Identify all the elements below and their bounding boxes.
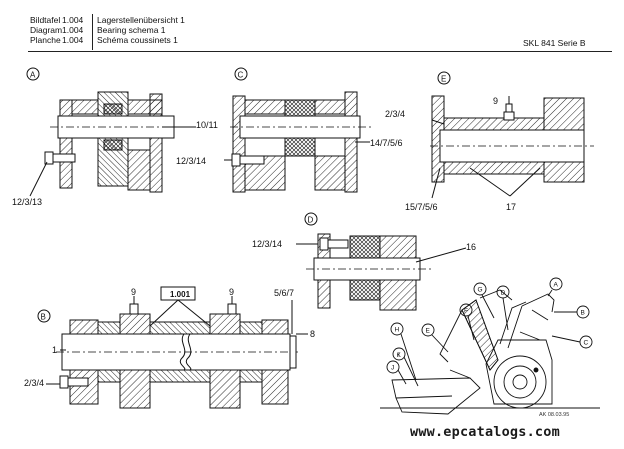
- overview-letter-b: B: [581, 310, 585, 317]
- overview-letter-i: I: [398, 352, 400, 359]
- number-planche: 1.004: [62, 35, 84, 45]
- view-e: E: [430, 71, 594, 199]
- reference-box-1-001: 1.001: [170, 290, 191, 299]
- callout-e-9: 9: [493, 96, 498, 106]
- overview-letter-f: F: [464, 308, 468, 315]
- callout-b-9-left: 9: [131, 287, 136, 297]
- number-bildtafel: 1.004: [62, 15, 84, 25]
- callout-e-2-3-4: 2/3/4: [385, 109, 405, 119]
- view-a-marker: A: [30, 71, 36, 80]
- view-a: A: [26, 67, 196, 197]
- header-numbers: 1.004 1.004 1.004: [62, 15, 83, 45]
- overview-letter-c: C: [584, 340, 589, 347]
- overview-letter-a: A: [554, 282, 559, 289]
- callout-c-12-3-14: 12/3/14: [176, 156, 206, 166]
- header-rule: [28, 51, 612, 52]
- title-block: Bildtafel Diagram Planche 1.004 1.004 1.…: [0, 0, 624, 52]
- model-label: SKL 841 Serie B: [523, 38, 586, 48]
- overview-letter-d: D: [501, 290, 506, 297]
- view-d-marker: D: [308, 216, 314, 225]
- drawing-code: AK 08.03.95: [539, 412, 570, 418]
- callout-14-7-5-6: 14/7/5/6: [370, 138, 403, 148]
- overview-letter-j: J: [391, 365, 394, 372]
- overview-letter-h: H: [395, 327, 400, 334]
- title-french: Schéma coussinets 1: [97, 35, 178, 45]
- overview-letter-k: K: [397, 352, 402, 359]
- view-d: D: [296, 212, 467, 311]
- callout-10-11: 10/11: [196, 120, 218, 130]
- label-bildtafel: Bildtafel: [30, 15, 61, 25]
- title-english: Bearing schema 1: [97, 25, 166, 35]
- label-planche: Planche: [30, 35, 61, 45]
- callout-12-3-13: 12/3/13: [12, 197, 42, 207]
- callout-d-12-3-14: 12/3/14: [252, 239, 282, 249]
- header-divider: [92, 14, 93, 50]
- number-diagram: 1.004: [62, 25, 84, 35]
- view-b-marker: B: [41, 313, 46, 322]
- callout-1: 1: [52, 345, 57, 355]
- callout-b-2-3-4: 2/3/4: [24, 378, 44, 388]
- watermark-url[interactable]: www.epcatalogs.com: [410, 424, 560, 440]
- overview-letters: A B C D E F G H I J K: [391, 282, 589, 372]
- callout-17: 17: [506, 202, 516, 212]
- callout-15-7-5-6: 15/7/5/6: [405, 202, 438, 212]
- view-e-marker: E: [441, 75, 446, 84]
- callout-5-6-7: 5/6/7: [274, 288, 294, 298]
- view-b: B: [37, 286, 308, 409]
- overview-letter-g: G: [478, 287, 483, 294]
- view-c-marker: C: [238, 71, 244, 80]
- header-titles: Lagerstellenübersicht 1 Bearing schema 1…: [97, 15, 185, 45]
- loader-overview: [380, 277, 600, 415]
- overview-letter-e: E: [426, 328, 431, 335]
- label-diagram: Diagram: [30, 25, 63, 35]
- title-german: Lagerstellenübersicht 1: [97, 15, 185, 25]
- callout-16: 16: [466, 242, 476, 252]
- view-c: C: [224, 67, 372, 193]
- callout-b-9-right: 9: [229, 287, 234, 297]
- header-labels: Bildtafel Diagram Planche: [30, 15, 62, 45]
- callout-8: 8: [310, 329, 315, 339]
